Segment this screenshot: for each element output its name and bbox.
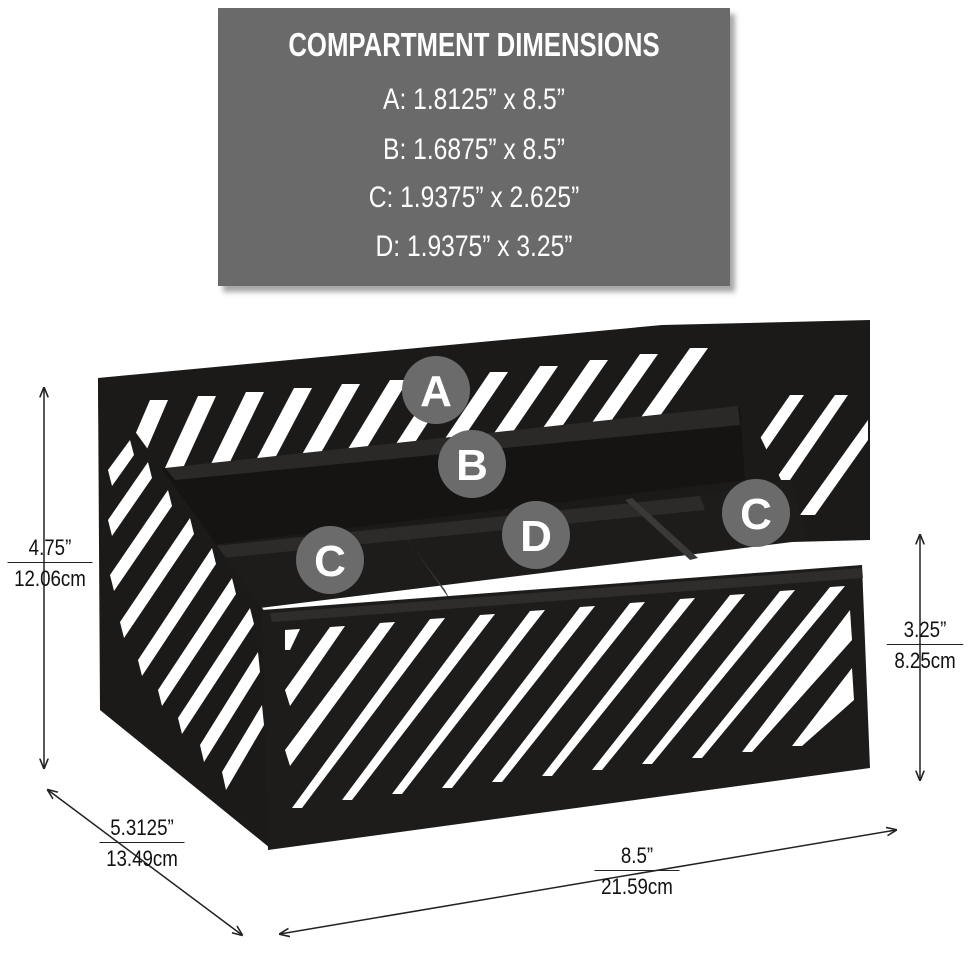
height-label: 4.75” 12.06cm: [7, 535, 93, 593]
height-cm: 12.06cm: [14, 566, 86, 592]
depth-arrow: [48, 790, 242, 935]
front-panel: [262, 565, 870, 850]
badge-c-left: C: [296, 526, 364, 594]
badge-b-label: B: [456, 441, 488, 490]
left-side-panel: [98, 380, 270, 848]
dimension-line-d: D: 1.9375” x 3.25”: [375, 230, 573, 263]
badge-d-label: D: [520, 512, 552, 561]
badge-c-right: C: [722, 479, 790, 547]
depth-label: 5.3125” 13.49cm: [99, 815, 185, 873]
dimension-line-a: A: 1.8125” x 8.5”: [383, 83, 565, 116]
dimension-lines: [44, 388, 920, 935]
width-cm: 21.59cm: [601, 874, 673, 900]
depth-cm: 13.49cm: [106, 846, 178, 872]
badge-d: D: [502, 501, 570, 569]
dimension-line-c: C: 1.9375” x 2.625”: [368, 181, 580, 214]
width-arrow: [280, 830, 896, 934]
dimension-line-b: B: 1.6875” x 8.5”: [383, 133, 565, 166]
height-inches: 4.75”: [7, 535, 93, 564]
badge-a-label: A: [420, 367, 452, 416]
panel-title: COMPARTMENT DIMENSIONS: [288, 26, 660, 63]
badge-a: A: [402, 356, 470, 424]
width-label: 8.5” 21.59cm: [594, 843, 680, 901]
badge-b: B: [438, 430, 506, 498]
compartment-dimensions-panel: COMPARTMENT DIMENSIONS A: 1.8125” x 8.5”…: [218, 8, 730, 286]
width-inches: 8.5”: [594, 843, 680, 872]
front-height-cm: 8.25cm: [894, 648, 956, 674]
badge-c-left-label: C: [314, 537, 346, 586]
badge-c-right-label: C: [740, 490, 772, 539]
front-height-label: 3.25” 8.25cm: [886, 617, 964, 675]
depth-inches: 5.3125”: [99, 815, 185, 844]
front-height-inches: 3.25”: [886, 617, 964, 646]
